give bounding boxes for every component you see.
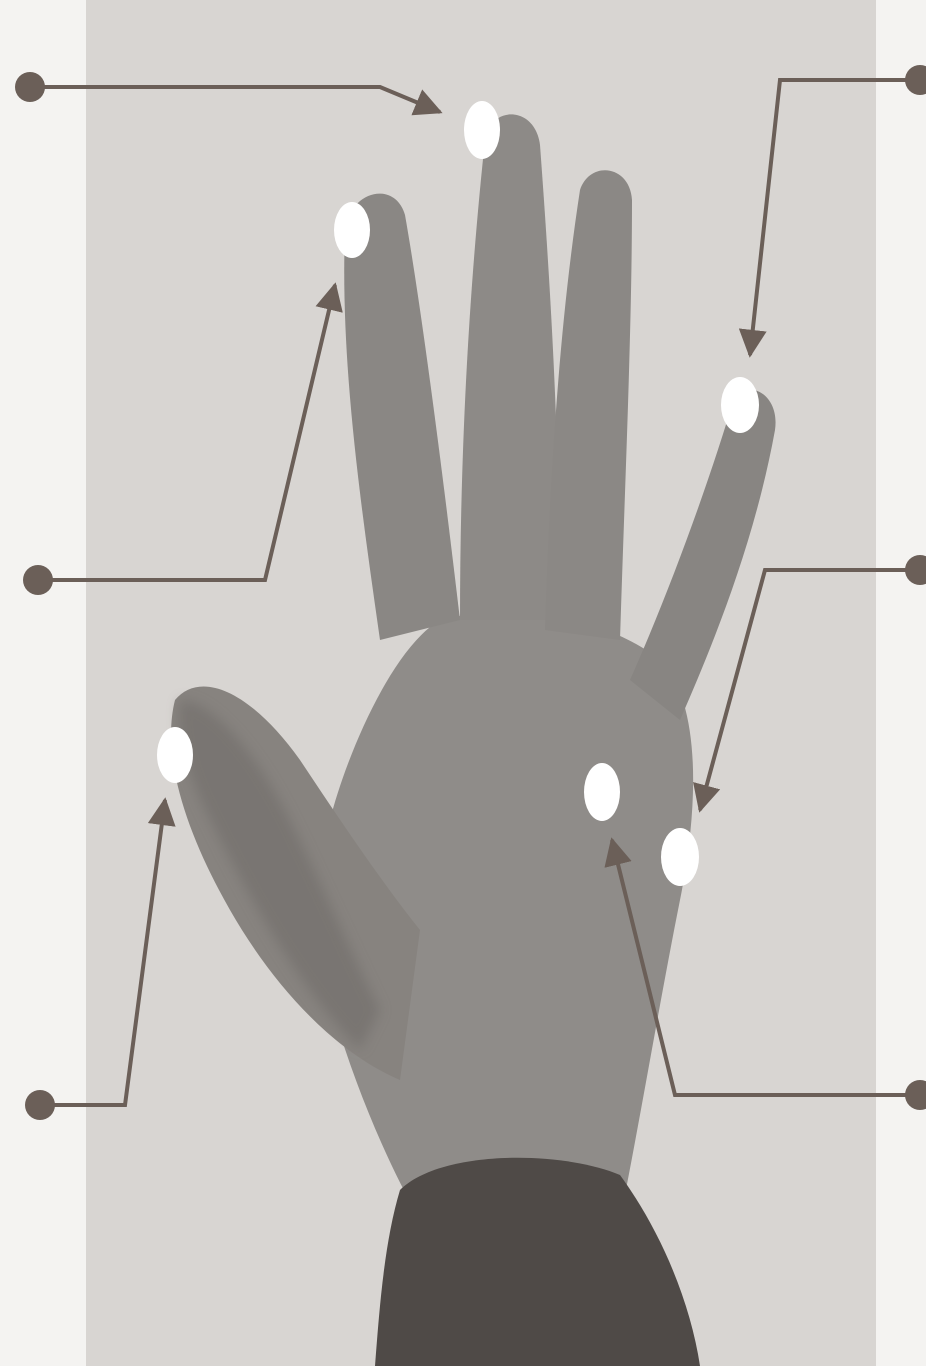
endpoint-index-finger-tip (23, 565, 53, 595)
marker-thumb-tip (157, 727, 193, 783)
marker-middle-finger-tip (464, 101, 500, 159)
marker-index-finger-tip (334, 202, 370, 258)
endpoint-ring-finger-tip (905, 65, 926, 95)
endpoint-thumb-tip (25, 1090, 55, 1120)
endpoint-middle-finger-tip (15, 72, 45, 102)
marker-ring-finger-tip (721, 377, 759, 433)
marker-index-finger-knuckle (584, 763, 620, 821)
endpoint-index-finger-knuckle (905, 1080, 926, 1110)
endpoint-little-finger-knuckle (905, 555, 926, 585)
marker-little-finger-knuckle (661, 828, 699, 886)
